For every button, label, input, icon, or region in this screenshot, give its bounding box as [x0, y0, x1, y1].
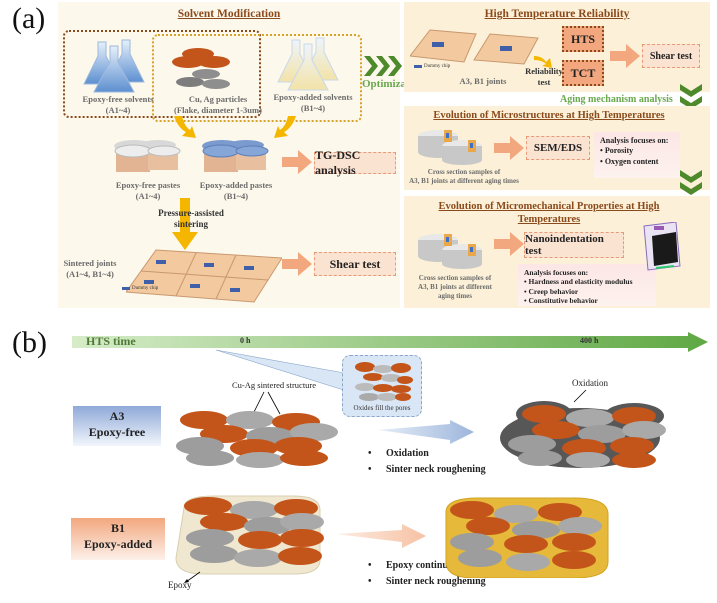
b1-bullets: Epoxy continues curing Sinter neck rough…: [368, 558, 487, 589]
arrow-right-icon: [494, 136, 524, 160]
solvent-modification-panel: Solvent Modification Epoxy-free solvents…: [58, 2, 400, 308]
oxide-filled-structure-icon: [355, 362, 413, 401]
panel-a-label: (a): [12, 2, 46, 35]
epoxy-added-paste-jars-icon: [202, 140, 269, 172]
micromechanical-panel: Evolution of Micromechanical Properties …: [404, 196, 710, 308]
hts-box: HTS: [562, 26, 604, 52]
hts-time-label: HTS time: [86, 334, 136, 348]
focus-item: Hardness and elasticity modulus: [524, 277, 650, 286]
micromechanical-caption: Cross section samples of A3, B1 joints a…: [418, 274, 492, 300]
arrow-right-icon: [282, 252, 312, 276]
cross-section-samples-icon: [418, 130, 482, 165]
dummy-chip-legend: Dummy chip: [414, 64, 450, 69]
b1-label-box: B1 Epoxy-added: [71, 518, 165, 560]
sintered-joints-substrate-icon: [126, 249, 282, 303]
b1-transition-arrow: [336, 524, 426, 548]
epoxy-pointer-arrow: [184, 571, 201, 583]
cu-ag-particles-icon: [172, 48, 230, 89]
epoxy-added-pastes-caption: Epoxy-added pastes (B1~4): [199, 180, 273, 201]
focus-item: Porosity: [600, 146, 674, 156]
timeline-start-label: 0 h: [240, 336, 251, 345]
focus-item: Oxygen content: [600, 157, 674, 167]
aging-mechanism-label: Aging mechanism analysis: [560, 94, 673, 105]
hts-timeline-arrow: [72, 332, 708, 352]
epoxy-free-paste-jars-icon: [114, 140, 181, 172]
microstructures-panel: Evolution of Microstructures at High Tem…: [404, 106, 710, 190]
shear-test-box: Shear test: [314, 252, 396, 276]
dummy-chip-icon: [414, 65, 422, 68]
solvent-modification-title: Solvent Modification: [177, 8, 281, 20]
b1-particles-aged: [450, 501, 602, 571]
a3-initial-structure: [176, 391, 338, 468]
epoxy-added-flask-icon: [277, 37, 339, 91]
b1-initial-structure: [175, 495, 324, 575]
particles-caption: Cu, Ag particles (Flake, diameter 1-3um): [174, 94, 262, 115]
arrow-down-right-icon: [274, 116, 296, 138]
shear-test-box: Shear test: [642, 44, 700, 68]
microstructures-caption: Cross section samples of A3, B1 joints a…: [409, 168, 519, 185]
arrow-right-icon: [494, 232, 524, 256]
reliability-test-label: Reliability test: [525, 66, 563, 87]
a3-bullets: Oxidation Sinter neck roughening: [368, 446, 486, 477]
epoxy-free-solvents-caption: Epoxy-free solvents (A1~4): [82, 94, 154, 115]
focus-item: Creep behavior: [524, 287, 650, 296]
b1-bullet: Epoxy continues curing: [368, 558, 487, 574]
inset-caption: Oxides fill the pores: [353, 404, 411, 412]
epoxy-label: Epoxy: [168, 580, 192, 590]
b1-bullet: Sinter neck roughening: [368, 574, 487, 590]
arrow-down-left-icon: [174, 116, 196, 138]
panel-b-label: (b): [12, 326, 47, 359]
nanoindenter-instrument-icon: [643, 222, 681, 271]
chevrons-down-icon: [680, 170, 702, 195]
arrow-right-icon: [610, 44, 640, 68]
micromechanical-title: Evolution of Micromechanical Properties …: [438, 201, 660, 226]
micromechanical-focus-box: Analysis focuses on: Hardness and elasti…: [518, 264, 656, 306]
sem-eds-box: SEM/EDS: [526, 136, 590, 160]
dummy-chip-icon: [122, 287, 130, 290]
high-temp-reliability-panel: High Temperature Reliability Dummy chip …: [404, 2, 710, 92]
epoxy-free-flask-icon: [83, 39, 145, 93]
tct-box: TCT: [562, 60, 604, 86]
sintering-label: Pressure-assisted sintering: [158, 208, 224, 230]
joints-caption: A3, B1 joints: [459, 76, 507, 86]
a3-aged-structure: [500, 389, 666, 468]
b1-aged-structure: [445, 497, 609, 578]
a3-particles-aged: [508, 405, 666, 468]
epoxy-free-group-box: [63, 30, 261, 118]
cu-ag-structure-label: Cu-Ag sintered structure: [232, 380, 317, 390]
timeline-end-label: 400 h: [580, 336, 599, 345]
a3-bullet: Sinter neck roughening: [368, 462, 486, 478]
focus-item: Constitutive behavior: [524, 296, 650, 305]
oxidation-label: Oxidation: [572, 378, 608, 388]
epoxy-added-group-box: [152, 34, 362, 122]
curved-arrow-icon: [534, 56, 552, 68]
epoxy-added-solvents-caption: Epoxy-added solvents (B1~4): [273, 92, 353, 113]
high-temp-reliability-title: High Temperature Reliability: [484, 8, 630, 20]
cross-section-samples-icon: [418, 234, 482, 269]
a3-transition-arrow: [378, 420, 474, 444]
arrow-right-icon: [282, 150, 312, 174]
oxides-inset-box: Oxides fill the pores: [342, 355, 422, 417]
a3-label-box: A3 Epoxy-free: [73, 406, 161, 446]
optimization-chevrons-icon: [364, 56, 408, 81]
microstructures-focus-box: Analysis focuses on: Porosity Oxygen con…: [594, 132, 680, 178]
b1-particles-initial: [184, 497, 324, 567]
a3-bullet: Oxidation: [368, 446, 486, 462]
tg-dsc-analysis-box: TG-DSC analysis: [314, 148, 396, 177]
a3-particles-initial: [176, 411, 338, 468]
nanoindentation-test-box: Nanoindentation test: [524, 232, 624, 258]
arrow-down-icon: [172, 198, 198, 250]
epoxy-free-pastes-caption: Epoxy-free pastes (A1~4): [115, 180, 181, 201]
microstructures-title: Evolution of Microstructures at High Tem…: [433, 110, 665, 121]
dummy-chip-legend: Dummy chip: [122, 286, 158, 291]
sintered-joints-caption: Sintered joints (A1~4, B1~4): [63, 258, 117, 279]
joints-substrate-icon: [410, 29, 539, 65]
